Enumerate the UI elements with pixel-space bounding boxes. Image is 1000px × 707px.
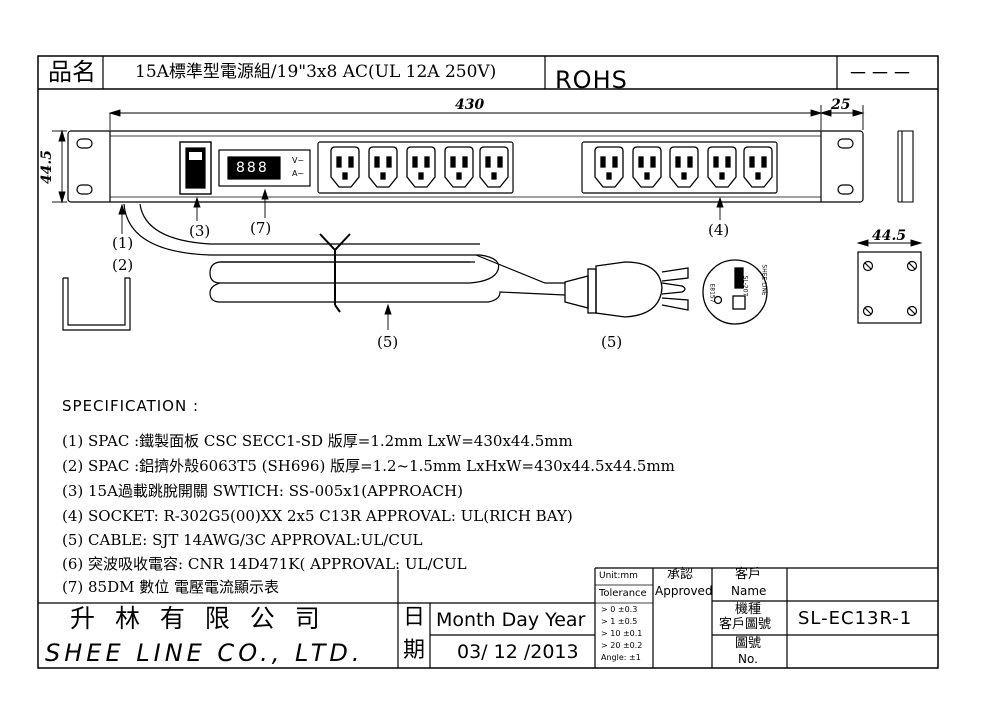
- spec-heading: SPECIFICATION :: [62, 397, 199, 415]
- callout-2: (2): [112, 256, 134, 274]
- socket-group-right: [594, 146, 773, 188]
- plug: [564, 261, 689, 318]
- digital-meter: [218, 149, 311, 187]
- spec-item: (5) CABLE: SJT 14AWG/3C APPROVAL:UL/CUL: [62, 531, 423, 549]
- spec-item: (6) 突波吸收電容: CNR 14D471K( APPROVAL: UL/CU…: [62, 555, 467, 573]
- plug-face: [702, 259, 768, 325]
- callout-5-plug: (5): [601, 333, 623, 351]
- plug-label-side: E8157: [708, 283, 716, 303]
- company-name-cn: 升 林 有 限 公 司: [70, 604, 326, 633]
- side-rail: [897, 130, 914, 203]
- socket-group-left: [330, 146, 509, 188]
- model-cn-2: 客戶圖號: [719, 617, 772, 632]
- date-label: Month Day Year: [436, 609, 586, 631]
- model-cn-1: 機種: [735, 602, 762, 617]
- tolerance-line: > 0 ±0.3: [601, 605, 638, 614]
- dim-width: 430: [455, 97, 485, 113]
- callout-7: (7): [250, 219, 272, 237]
- spec-item: (7) 85DM 數位 電壓電流顯示表: [62, 578, 280, 596]
- spec-item: (3) 15A過載跳脫開關 SWTICH: SS-005x1(APPROACH): [62, 482, 463, 500]
- dim-height: 44.5: [39, 149, 56, 185]
- callout-3: (3): [189, 222, 211, 240]
- tolerance-line: > 1 ±0.5: [601, 617, 638, 626]
- rohs-label: ROHS: [555, 66, 628, 94]
- drawing-border: [37, 55, 939, 669]
- meter-a-label: A~: [292, 169, 305, 178]
- callout-1: (1): [112, 234, 134, 252]
- date-value: 03/ 12 /2013: [457, 641, 579, 663]
- callout-4: (4): [708, 221, 730, 239]
- drawing-no-cn: 圖號: [735, 636, 762, 651]
- drawing-no-en: No.: [738, 652, 758, 666]
- plug-label-line2: SL-207: [741, 275, 749, 297]
- tolerance-line: Angle: ±1: [601, 653, 641, 662]
- customer-en: Name: [731, 584, 767, 598]
- side-plate: [857, 251, 922, 324]
- callout-5-cable: (5): [377, 333, 399, 351]
- product-name: 15A標準型電源組/19"3x8 AC(UL 12A 250V): [135, 62, 497, 82]
- meter-v-label: V~: [292, 156, 305, 165]
- dimension-lines: [52, 105, 923, 247]
- approved-en: Approved: [655, 584, 713, 598]
- power-cable: [123, 203, 566, 313]
- date-char-2: 期: [403, 638, 426, 663]
- tolerance-line: > 20 ±0.2: [601, 641, 643, 650]
- breaker-switch: [179, 141, 212, 195]
- dashes: －－－: [848, 61, 914, 85]
- model-number: SL-EC13R-1: [798, 608, 913, 629]
- approved-cn: 承認: [667, 567, 694, 582]
- u-profile: [62, 277, 131, 331]
- dim-ear: 25: [831, 97, 851, 113]
- front-panel: [67, 130, 864, 203]
- spec-item: (2) SPAC :鋁擠外殼6063T5 (SH696) 版厚=1.2~1.5m…: [62, 457, 675, 475]
- spec-item: (4) SOCKET: R-302G5(00)XX 2x5 C13R APPRO…: [62, 507, 573, 525]
- meter-display: 888: [236, 160, 269, 176]
- unit-label: Unit:mm: [599, 571, 638, 581]
- plug-label-line1: SHEE LINE: [760, 264, 768, 296]
- customer-cn: 客戶: [735, 567, 762, 582]
- company-name-en: SHEE LINE CO., LTD.: [45, 639, 364, 667]
- tolerance-line: > 10 ±0.1: [601, 629, 643, 638]
- spec-item: (1) SPAC :鐵製面板 CSC SECC1-SD 版厚=1.2mm LxW…: [62, 432, 573, 450]
- tolerance-label: Tolerance: [599, 588, 647, 599]
- date-char-1: 日: [403, 605, 426, 630]
- dim-side-width: 44.5: [872, 228, 907, 244]
- product-label: 品名: [48, 58, 96, 86]
- leader-lines: [118, 188, 724, 330]
